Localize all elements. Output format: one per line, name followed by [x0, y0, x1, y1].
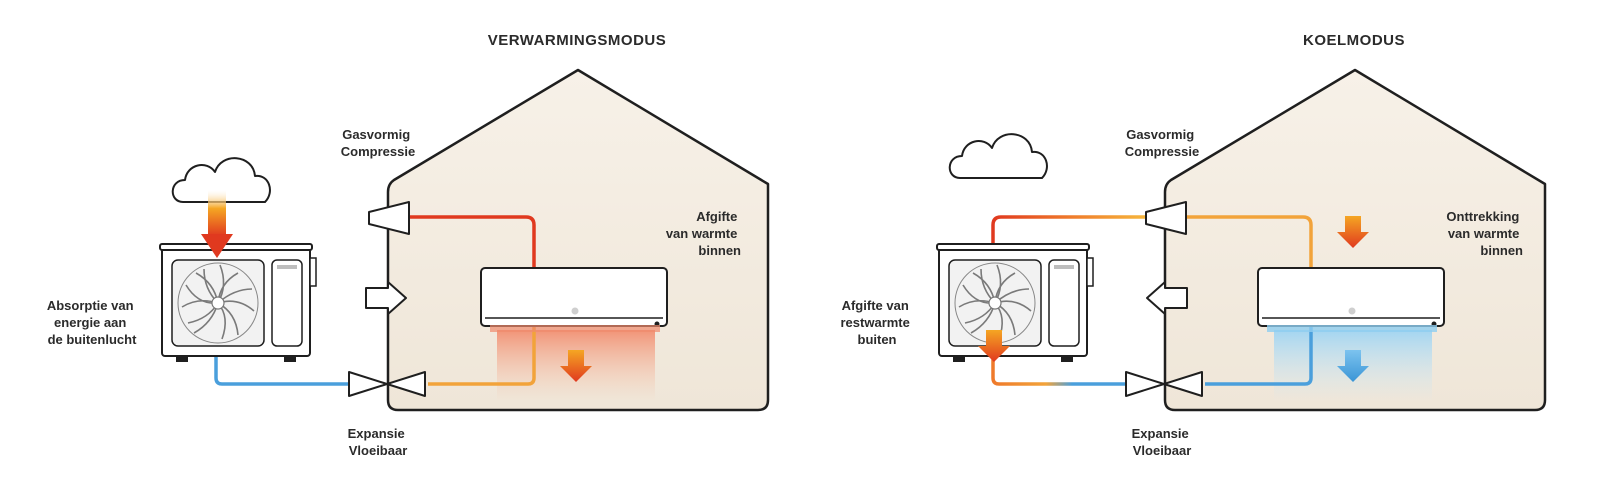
hot-gas-pipe [991, 215, 1147, 248]
cloud-icon [948, 133, 1048, 179]
heating-title: VERWARMINGSMODUS [488, 32, 667, 49]
heat-absorption-arrow-head [201, 234, 233, 258]
outdoor-unit [159, 243, 317, 363]
compression-label: Gasvormig Compressie [1125, 127, 1199, 159]
inward-flow-arrow-icon [365, 281, 407, 315]
expansion-label: Expansie Vloeibaar [348, 426, 409, 458]
cold-return-pipe [1205, 325, 1313, 386]
compressor-icon [368, 201, 410, 235]
hot-indoor-pipe [410, 215, 536, 268]
warm-return-pipe [428, 325, 536, 386]
compression-label: Gasvormig Compressie [341, 127, 415, 159]
compressor-icon [1145, 201, 1187, 235]
outdoor-heat-rejection-label: Afgifte van restwarmte buiten [841, 298, 914, 347]
heating-panel: VERWARMINGSMODUS Gasvormig Compressie [47, 32, 770, 458]
warm-indoor-pipe [1187, 215, 1313, 268]
expansion-label: Expansie Vloeibaar [1132, 426, 1193, 458]
heat-absorption-arrow-shaft [208, 190, 226, 236]
indoor-unit [480, 267, 668, 328]
indoor-heat-label: Afgifte van warmte binnen [666, 209, 741, 258]
warm-liquid-pipe [991, 354, 1125, 386]
outward-flow-arrow-icon [1146, 281, 1188, 315]
cooling-panel: KOELMODUS Gasvormig Compressie Ex [841, 32, 1547, 458]
indoor-heat-extraction-label: Onttrekking van warmte binnen [1446, 209, 1523, 258]
cold-liquid-pipe [214, 354, 348, 386]
indoor-unit [1257, 267, 1445, 328]
outdoor-unit [936, 243, 1094, 363]
cooling-title: KOELMODUS [1303, 32, 1405, 49]
outdoor-absorption-label: Absorptie van energie aan de buitenlucht [47, 298, 137, 347]
